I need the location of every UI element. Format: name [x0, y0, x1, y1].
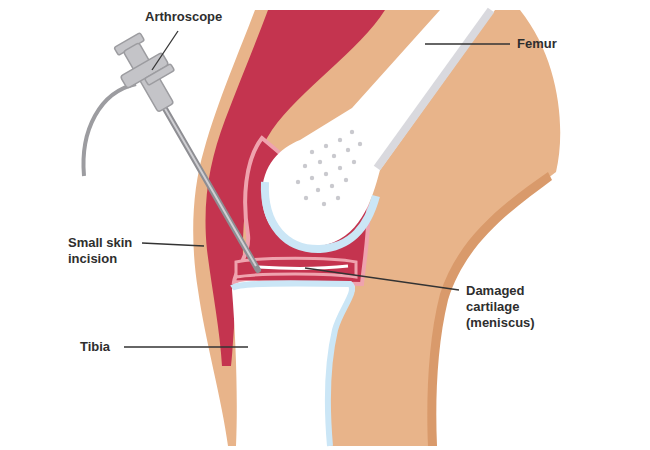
tibia-cartilage	[232, 283, 352, 446]
scope-handle	[106, 27, 188, 120]
part-label: Arthroscope	[145, 9, 255, 25]
leader-line	[124, 346, 248, 347]
part-label: Tibia	[80, 339, 140, 355]
leader-line	[425, 43, 510, 44]
femur-shade	[377, 10, 491, 168]
part-label: Small skin incision	[68, 235, 163, 267]
leader-line	[305, 268, 459, 290]
part-label: Femur	[517, 36, 587, 52]
leader-line	[142, 243, 204, 246]
scope-shaft-highlight	[160, 100, 256, 266]
femur-bone	[262, 10, 495, 246]
leader-lines	[124, 31, 510, 347]
bone-dots	[296, 130, 362, 206]
scope-cable	[83, 84, 136, 176]
leader-line	[152, 31, 178, 70]
part-label: Damaged cartilage (meniscus)	[466, 283, 558, 331]
meniscus	[258, 266, 348, 268]
leg-skin	[193, 10, 560, 446]
tibia-bone	[232, 281, 355, 446]
femur-cartilage	[265, 182, 376, 249]
